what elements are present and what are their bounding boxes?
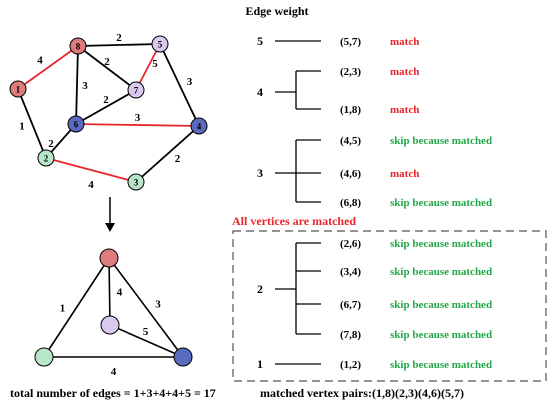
node-label-4: 4 [197,122,202,132]
edge-weight-8-6: 3 [82,80,88,92]
edge-weight-8-7: 2 [104,56,110,68]
edge-weight-8-5: 2 [116,32,122,44]
edge-weight-6-2: 2 [48,138,54,150]
group-weight-4: 4 [257,85,263,99]
edge-8-6 [75,45,79,125]
skip-status: skip because matched [390,238,492,250]
pair-label: (2,6) [340,238,361,250]
edge-3-4 [135,125,200,183]
pair-label: (7,8) [340,329,361,341]
pair-label: (4,6) [340,168,361,180]
edge-6-4 [75,123,200,127]
pair-label: (1,2) [340,359,361,371]
node-5 [151,35,169,53]
pair-label: (1,8) [340,104,361,116]
edge-weight-1-8: 4 [37,55,43,67]
bottom-edge-weight-top-left: 1 [60,303,66,315]
skip-status: skip because matched [390,359,492,371]
node-label-1: 1 [16,85,21,95]
node-4 [190,117,208,135]
bottom-node-top [99,248,119,268]
bottom-edge-weight-top-right: 3 [155,299,161,311]
node-7 [127,81,145,99]
edge-2-3 [45,157,137,183]
node-1 [9,80,27,98]
weight-groups: 5 (5,7) match 4 (2,3) match (1,8) match 3 (4,5) sk… [257,34,492,371]
all-matched-label: All vertices are matched [232,214,356,228]
edge-weight-2-3: 4 [88,179,94,191]
bottom-node-right [173,347,193,367]
pair-label: (4,5) [340,135,361,147]
edge-1-8 [17,45,79,90]
node-label-5: 5 [158,40,163,50]
match-status: match [390,168,419,180]
edge-weight-3-4: 2 [175,153,181,165]
pair-label: (3,4) [340,266,361,278]
edge-6-7 [75,89,137,125]
pair-label: (6,8) [340,197,361,209]
bottom-node-mid [100,315,120,335]
skip-status: skip because matched [390,135,492,147]
node-label-7: 7 [134,86,139,96]
node-2 [37,149,55,167]
group-weight-5: 5 [257,34,263,48]
down-arrow [105,197,115,232]
node-6 [67,115,85,133]
bottom-edge-weight-mid-right: 5 [143,326,149,338]
pair-label: (6,7) [340,299,361,311]
title: Edge weight [246,4,309,18]
edge-weight-5-7: 5 [152,58,158,70]
edge-weight-6-4: 3 [135,112,141,124]
group-weight-3: 3 [257,166,263,180]
edge-8-7 [77,45,137,91]
bottom-edge-top-left [43,257,110,358]
bottom-edge-weight-top-mid: 4 [117,287,123,299]
total-edges-text: total number of edges = 1+3+4+4+5 = 17 [10,386,216,400]
skip-status: skip because matched [390,299,492,311]
edge-5-7 [135,43,161,91]
edge-8-5 [77,43,161,47]
bottom-node-left [34,347,54,367]
match-status: match [390,36,419,48]
bottom-edge-top-right [108,257,184,358]
skip-status: skip because matched [390,197,492,209]
match-status: match [390,66,419,78]
node-label-3: 3 [134,178,139,188]
skip-status: skip because matched [390,329,492,341]
pair-label: (2,3) [340,66,361,78]
node-label-6: 6 [74,120,79,130]
node-3 [127,173,145,191]
edge-weight-1-2: 1 [19,121,25,133]
edge-weight-6-7: 2 [103,94,109,106]
match-status: match [390,104,419,116]
node-label-2: 2 [44,154,49,164]
node-label-8: 8 [76,42,81,52]
edge-1-2 [17,88,47,159]
group-weight-2: 2 [257,282,263,296]
pair-label: (5,7) [340,36,361,48]
skip-status: skip because matched [390,266,492,278]
group-weight-1: 1 [257,357,263,371]
bottom-edge-mid-right [109,324,184,358]
matched-pairs-text: matched vertex pairs:(1,8)(2,3)(4,6)(5,7… [260,386,464,400]
bottom-graph: 1 4 3 5 4 [34,248,193,378]
node-8 [69,37,87,55]
bottom-edge-top-mid [108,257,111,326]
edge-weight-5-4: 3 [187,76,193,88]
dashed-box [232,230,547,382]
bottom-edge-weight-left-right: 4 [111,366,117,378]
edge-5-4 [159,43,200,127]
